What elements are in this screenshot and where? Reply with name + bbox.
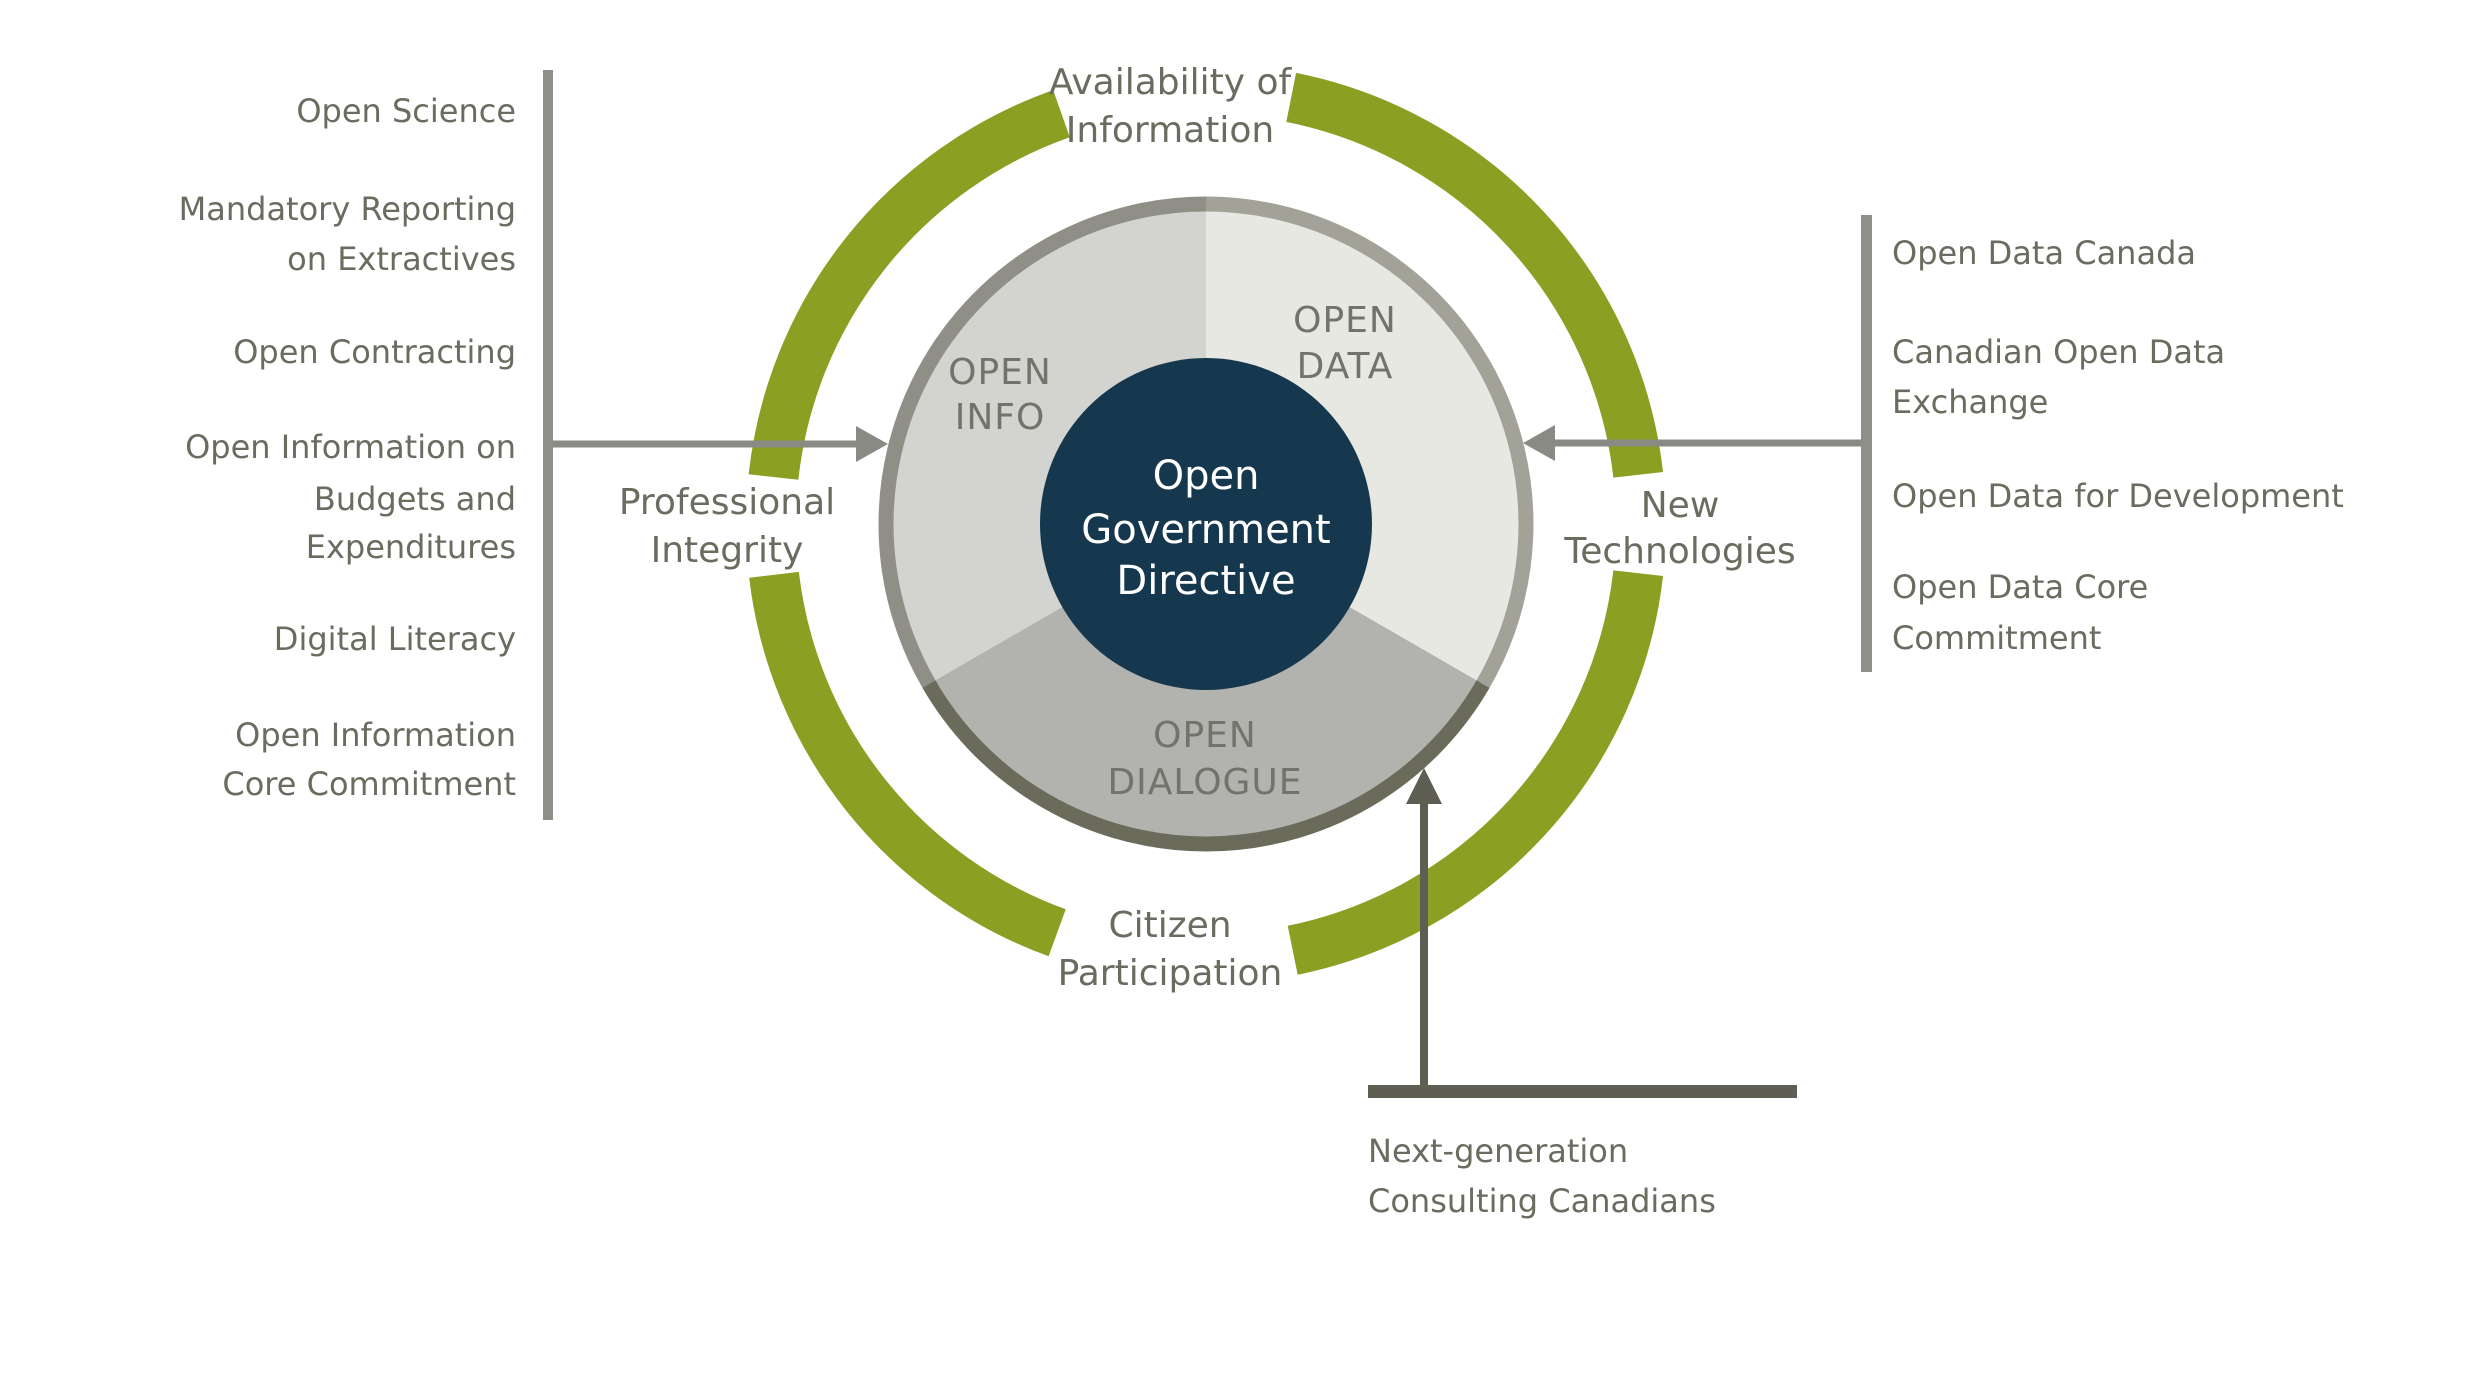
label-open-dialogue-line1: OPEN bbox=[1153, 715, 1257, 756]
left-item-open-information-budgets-line2: Budgets and bbox=[314, 480, 516, 518]
label-professional-line1: Professional bbox=[619, 482, 835, 523]
left-connector bbox=[543, 70, 888, 820]
bottom-note-line1: Next-generation bbox=[1368, 1132, 1628, 1170]
right-item-open-data-core-line1: Open Data Core bbox=[1892, 568, 2148, 606]
label-citizen-line2: Participation bbox=[1058, 953, 1283, 994]
green-arc-top-left bbox=[748, 90, 1070, 480]
label-open-info-line2: INFO bbox=[955, 397, 1046, 438]
pie-labels: OPEN INFO OPEN DATA OPEN DIALOGUE bbox=[948, 300, 1397, 803]
center-label-line3: Directive bbox=[1116, 558, 1295, 604]
right-item-canadian-open-data-line2: Exchange bbox=[1892, 383, 2048, 421]
bottom-note-line2: Consulting Canadians bbox=[1368, 1182, 1716, 1220]
green-arc-bottom-right bbox=[1287, 570, 1664, 975]
rim-open-data bbox=[1205, 196, 1534, 688]
left-item-open-science: Open Science bbox=[296, 92, 516, 130]
right-vertical-bar bbox=[1861, 215, 1872, 672]
label-open-data-line2: DATA bbox=[1297, 346, 1394, 387]
label-availability-line2: Information bbox=[1066, 110, 1274, 151]
left-list: Open Science Mandatory Reporting on Extr… bbox=[179, 92, 516, 803]
label-professional-line2: Integrity bbox=[651, 530, 804, 571]
left-vertical-bar bbox=[543, 70, 553, 820]
label-open-info-line1: OPEN bbox=[948, 352, 1052, 393]
bottom-horizontal-bar bbox=[1368, 1085, 1797, 1098]
green-arc-top-right bbox=[1286, 72, 1664, 478]
outer-green-ring bbox=[748, 72, 1664, 975]
ring-labels: Availability of Information Professional… bbox=[619, 62, 1796, 994]
left-item-open-information-core-line2: Core Commitment bbox=[222, 765, 516, 803]
right-arrow-head-icon bbox=[1523, 425, 1555, 461]
left-item-open-information-budgets-line3: Expenditures bbox=[306, 528, 516, 566]
label-open-dialogue-line2: DIALOGUE bbox=[1107, 762, 1302, 803]
right-item-open-data-core-line2: Commitment bbox=[1892, 619, 2101, 657]
label-citizen-line1: Citizen bbox=[1108, 905, 1231, 946]
right-item-canadian-open-data-line1: Canadian Open Data bbox=[1892, 333, 2225, 371]
center-circle bbox=[1040, 358, 1372, 690]
center-label-line2: Government bbox=[1081, 507, 1330, 553]
label-availability-line1: Availability of bbox=[1049, 62, 1293, 103]
pie bbox=[878, 196, 1534, 852]
left-item-open-information-core-line1: Open Information bbox=[235, 716, 516, 754]
right-connector bbox=[1523, 215, 1872, 672]
label-open-data-line1: OPEN bbox=[1293, 300, 1397, 341]
right-item-open-data-development: Open Data for Development bbox=[1892, 477, 2344, 515]
rim-open-dialogue bbox=[922, 680, 1490, 852]
left-item-mandatory-reporting-line2: on Extractives bbox=[287, 240, 516, 278]
right-list: Open Data Canada Canadian Open Data Exch… bbox=[1892, 234, 2344, 657]
rim-open-info bbox=[878, 196, 1207, 688]
label-new-tech-line1: New bbox=[1641, 485, 1720, 526]
green-arc-bottom-left bbox=[749, 571, 1066, 957]
right-item-open-data-canada: Open Data Canada bbox=[1892, 234, 2196, 272]
left-item-digital-literacy: Digital Literacy bbox=[274, 620, 516, 658]
center-label-line1: Open bbox=[1153, 453, 1260, 499]
label-new-tech-line2: Technologies bbox=[1563, 531, 1795, 572]
left-item-open-contracting: Open Contracting bbox=[233, 333, 516, 371]
bottom-note: Next-generation Consulting Canadians bbox=[1368, 1132, 1716, 1220]
center-label: Open Government Directive bbox=[1081, 453, 1330, 604]
left-arrow-head-icon bbox=[856, 426, 888, 462]
left-item-open-information-budgets-line1: Open Information on bbox=[185, 428, 516, 466]
bottom-connector bbox=[1368, 768, 1797, 1098]
bottom-arrow-head-icon bbox=[1406, 768, 1442, 804]
left-item-mandatory-reporting-line1: Mandatory Reporting bbox=[179, 190, 516, 228]
